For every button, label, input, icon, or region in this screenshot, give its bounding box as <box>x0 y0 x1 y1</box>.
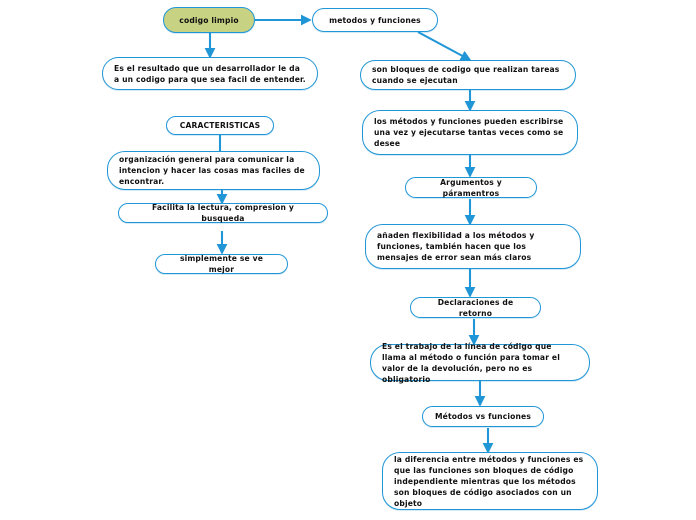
node-facilita-lectura-label: Facilita la lectura, compresion y busque… <box>152 203 294 223</box>
node-facilita-lectura[interactable]: Facilita la lectura, compresion y busque… <box>118 203 328 223</box>
node-argumentos-y-parametros-label: Argumentos y páramentros <box>440 177 502 198</box>
node-caracteristicas-label: CARACTERISTICAS <box>179 121 261 130</box>
node-argumentos-y-parametros[interactable]: Argumentos y páramentros <box>405 177 537 198</box>
node-codigo-limpio-label: codigo limpio <box>179 15 239 25</box>
node-declaraciones-de-retorno-label: Declaraciones de retorno <box>437 297 514 318</box>
node-es-el-resultado-label: Es el resultado que un desarrollador le … <box>114 63 306 84</box>
node-declaraciones-de-retorno[interactable]: Declaraciones de retorno <box>410 297 541 318</box>
node-la-diferencia[interactable]: la diferencia entre métodos y funciones … <box>382 452 598 510</box>
node-caracteristicas[interactable]: CARACTERISTICAS <box>166 116 274 135</box>
node-simplemente-se-ve-mejor-label: simplemente se ve mejor <box>179 254 264 274</box>
node-organizacion-label: organización general para comunicar la i… <box>119 155 305 186</box>
node-escribirse-una-vez-label: los métodos y funciones pueden escribirs… <box>374 117 564 148</box>
node-simplemente-se-ve-mejor[interactable]: simplemente se ve mejor <box>155 254 288 274</box>
node-son-bloques-de-codigo[interactable]: son bloques de codigo que realizan tarea… <box>360 60 576 90</box>
node-la-diferencia-label: la diferencia entre métodos y funciones … <box>394 454 584 508</box>
node-son-bloques-de-codigo-label: son bloques de codigo que realizan tarea… <box>372 65 560 85</box>
node-metodos-y-funciones-label: metodos y funciones <box>329 15 421 25</box>
node-anaden-flexibilidad[interactable]: añaden flexibilidad a los métodos y func… <box>365 224 581 269</box>
node-organizacion[interactable]: organización general para comunicar la i… <box>107 151 320 190</box>
node-es-el-resultado[interactable]: Es el resultado que un desarrollador le … <box>102 57 318 90</box>
node-metodos-vs-funciones-label: Métodos vs funciones <box>434 412 532 421</box>
node-escribirse-una-vez[interactable]: los métodos y funciones pueden escribirs… <box>362 110 578 155</box>
node-es-el-trabajo[interactable]: Es el trabajo de la línea de código que … <box>370 342 590 384</box>
node-metodos-y-funciones[interactable]: metodos y funciones <box>312 8 438 32</box>
node-codigo-limpio[interactable]: codigo limpio <box>163 7 255 33</box>
node-anaden-flexibilidad-label: añaden flexibilidad a los métodos y func… <box>377 231 535 262</box>
node-metodos-vs-funciones[interactable]: Métodos vs funciones <box>422 406 544 427</box>
node-es-el-trabajo-label: Es el trabajo de la línea de código que … <box>382 341 560 384</box>
edge-metodos-to-bloques <box>417 31 472 61</box>
